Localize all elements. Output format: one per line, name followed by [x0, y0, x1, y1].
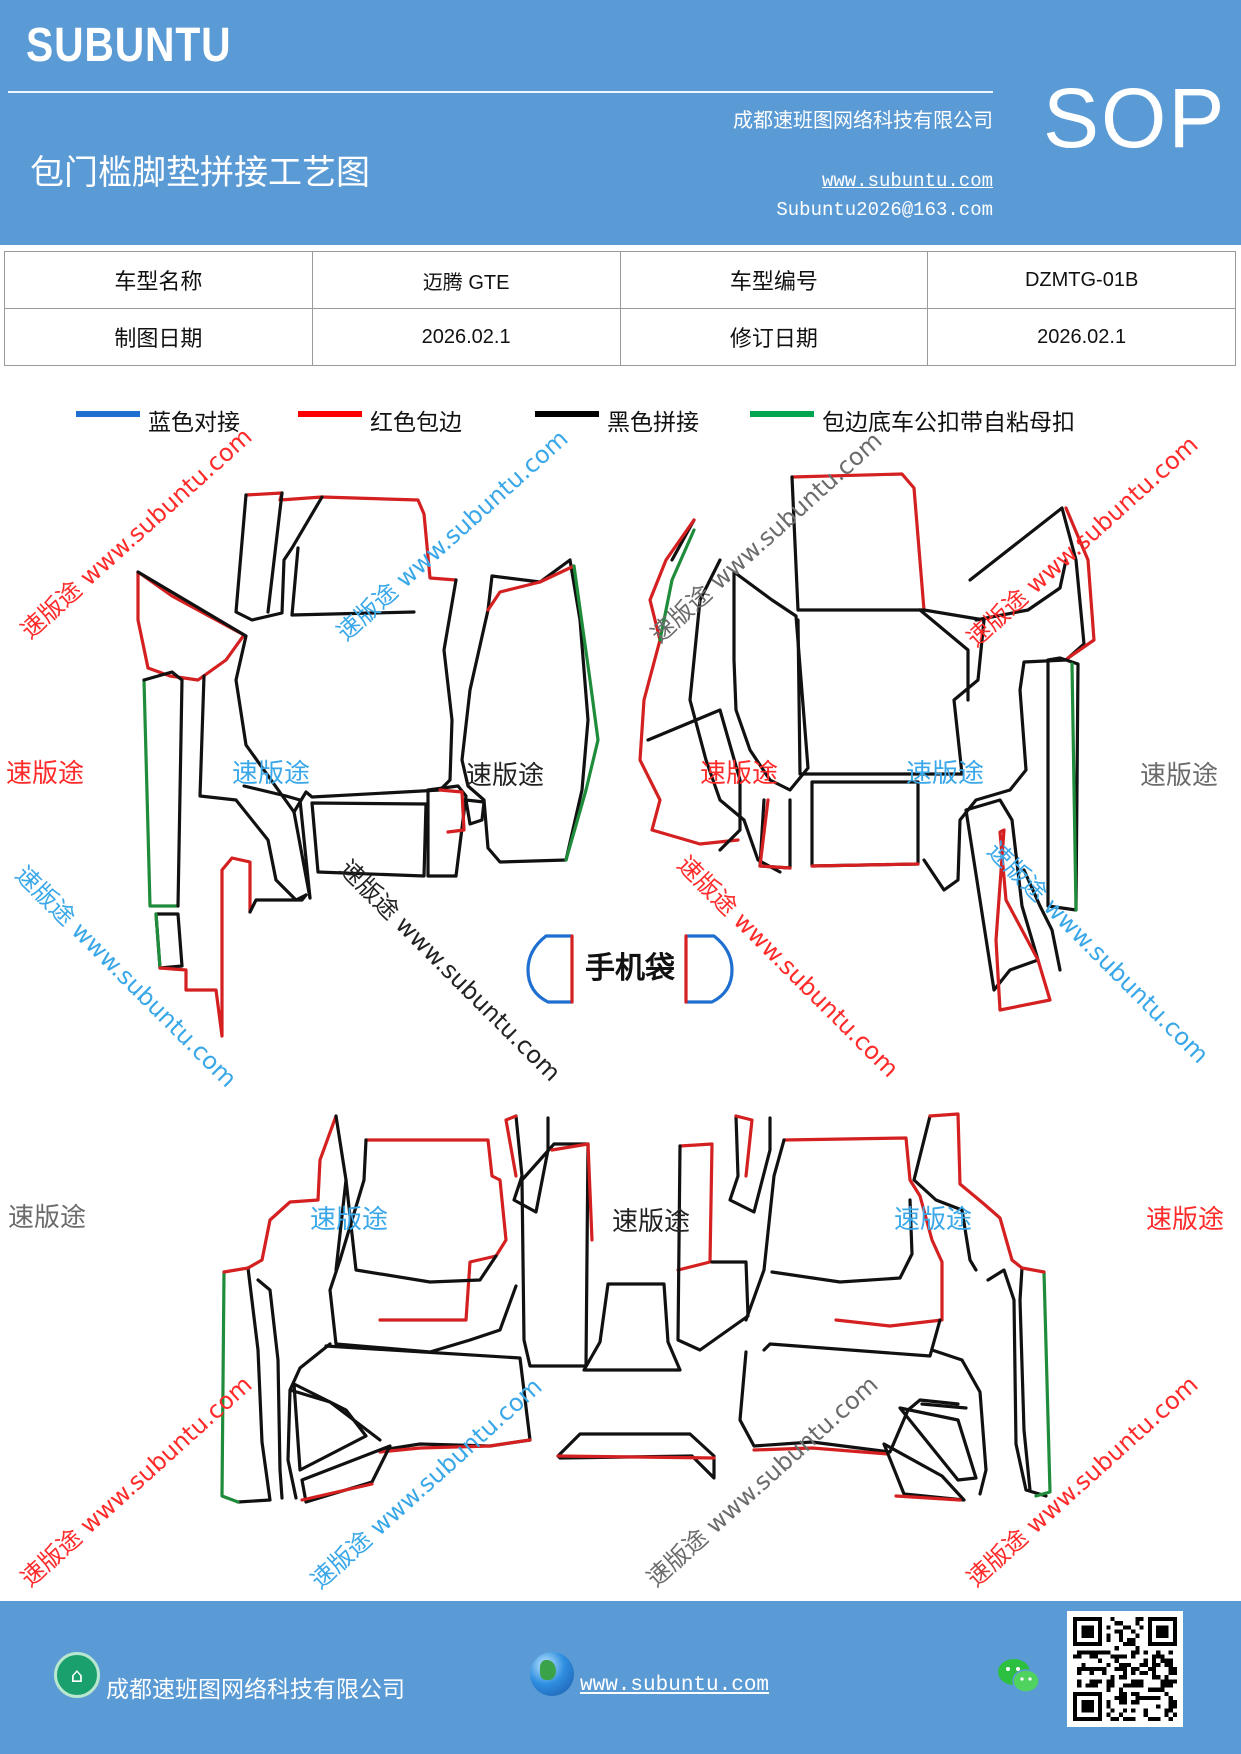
legend-item-black: 黑色拼接 — [535, 400, 699, 440]
legend-item-green: 包边底车公扣带自粘母扣 — [750, 400, 1075, 440]
watermark-text: 速版途 — [466, 761, 544, 791]
legend-label: 红色包边 — [370, 410, 462, 436]
table-cell-value: 迈腾 GTE — [311, 251, 621, 309]
watermark-text: 速版途 — [1140, 761, 1218, 791]
legend-label: 包边底车公扣带自粘母扣 — [822, 410, 1075, 436]
legend-swatch — [298, 411, 362, 417]
legend-label: 黑色拼接 — [607, 410, 699, 436]
header-company: 成都速班图网络科技有限公司 — [733, 108, 993, 132]
footer-company: 成都速班图网络科技有限公司 — [106, 1677, 405, 1703]
watermark-diagonal: 速版途 www.subuntu.com — [10, 860, 243, 1093]
qr-code — [1067, 1611, 1183, 1727]
mat-rear-center — [556, 1282, 716, 1480]
legend-item-red: 红色包边 — [298, 400, 462, 440]
watermark-diagonal: 速版途 www.subuntu.com — [961, 1370, 1203, 1592]
table-cell-label: 制图日期 — [4, 308, 313, 366]
table-cell-label: 车型编号 — [619, 251, 929, 309]
header-divider — [8, 91, 993, 93]
home-icon: ⌂ — [54, 1652, 100, 1698]
globe-icon — [530, 1652, 574, 1696]
watermark-layer: 速版途 速版途 速版途 速版途 速版途 速版途 速版途 速版途 速版途 速版途 … — [6, 422, 1224, 1594]
table-row: 车型名称 迈腾 GTE 车型编号 DZMTG-01B — [4, 251, 1236, 309]
watermark-diagonal: 速版途 www.subuntu.com — [641, 1370, 883, 1592]
watermark-text: 速版途 — [1146, 1205, 1224, 1235]
header-bar — [0, 0, 1241, 245]
footer-website-link[interactable]: www.subuntu.com — [580, 1674, 770, 1697]
legend-label: 蓝色对接 — [148, 410, 240, 436]
table-cell-value: 2026.02.1 — [311, 308, 621, 366]
watermark-diagonal: 速版途 www.subuntu.com — [334, 854, 567, 1087]
watermark-text: 速版途 — [8, 1203, 86, 1233]
table-row: 制图日期 2026.02.1 修订日期 2026.02.1 — [4, 308, 1236, 366]
phone-bag-diagram — [526, 934, 734, 1004]
watermark-text: 速版途 — [612, 1207, 690, 1237]
mat-front-right — [638, 472, 1096, 1012]
table-cell-value: DZMTG-01B — [927, 251, 1236, 309]
watermark-text: 速版途 — [310, 1205, 388, 1235]
watermark-text: 速版途 — [700, 759, 778, 789]
watermark-diagonal: 速版途 www.subuntu.com — [305, 1372, 547, 1594]
header-email: Subuntu2026@163.com — [776, 199, 993, 221]
watermark-diagonal: 速版途 www.subuntu.com — [672, 850, 905, 1083]
document-title: 包门槛脚垫拼接工艺图 — [30, 153, 370, 193]
watermark-text: 速版途 — [6, 759, 84, 789]
table-cell-label: 车型名称 — [4, 251, 313, 309]
watermark-diagonal: 速版途 www.subuntu.com — [982, 836, 1215, 1069]
wechat-icon[interactable] — [996, 1654, 1042, 1698]
table-cell-value: 2026.02.1 — [927, 308, 1236, 366]
sop-label: SOP — [1043, 71, 1227, 165]
legend-swatch — [750, 411, 814, 417]
watermark-text: 速版途 — [894, 1205, 972, 1235]
qr-code-pattern — [1073, 1617, 1177, 1721]
watermark-diagonal: 速版途 www.subuntu.com — [331, 424, 573, 646]
mat-rear-right — [676, 1112, 1052, 1502]
watermark-text: 速版途 — [232, 759, 310, 789]
mat-front-left — [136, 491, 600, 1038]
legend-swatch — [535, 411, 599, 417]
mat-rear-left — [220, 1114, 594, 1504]
table-cell-label: 修订日期 — [619, 308, 929, 366]
legend-swatch — [76, 411, 140, 417]
brand-logo: SUBUNTU — [26, 19, 232, 72]
legend-item-blue: 蓝色对接 — [76, 400, 240, 440]
phone-bag-label: 手机袋 — [585, 951, 675, 986]
header-website-link[interactable]: www.subuntu.com — [821, 170, 993, 192]
watermark-text: 速版途 — [906, 759, 984, 789]
vehicle-info-table: 车型名称 迈腾 GTE 车型编号 DZMTG-01B 制图日期 2026.02.… — [4, 251, 1236, 366]
